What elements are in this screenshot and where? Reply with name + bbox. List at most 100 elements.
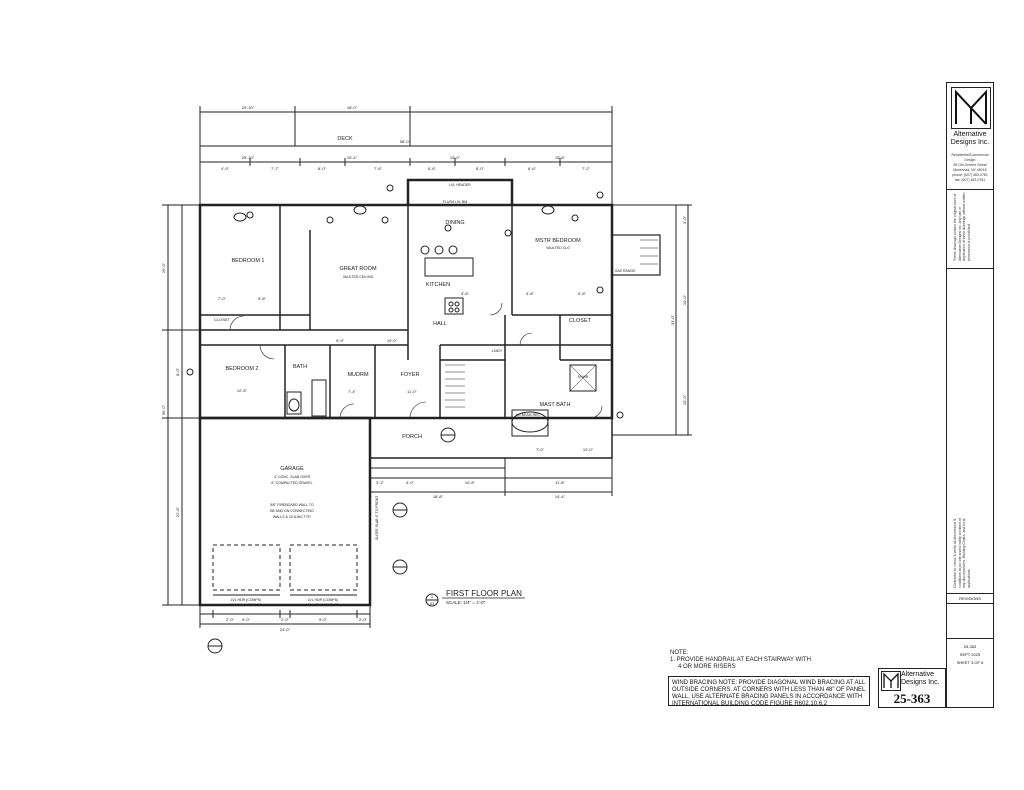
dim-top-4: 25'-10" (242, 155, 255, 160)
room-dim-8: 3'-6" (526, 291, 535, 296)
garage-note2-label: BE AND ON CONNECTING (270, 509, 314, 513)
dim-top-5: 15'-4" (347, 155, 358, 160)
dim-top2-4: 7'-6" (374, 166, 383, 171)
room-dim-3: 9'-9" (336, 338, 345, 343)
dim-bottom-3: 2'-0" (281, 617, 290, 622)
dim-porch-4: 18'-8" (433, 494, 444, 499)
room-dim-6: 7'-4" (348, 389, 357, 394)
addr-2: Design (964, 158, 976, 162)
tb-divider (947, 603, 993, 604)
bracing-line2: OUTSIDE CORNERS. AT CORNERS WITH LESS TH… (672, 687, 866, 693)
great-room-label: GREAT ROOM (339, 266, 376, 272)
dim-bottom-6: 24'-0" (280, 627, 291, 632)
porch-label: PORCH (402, 434, 422, 440)
dim-left-3: 56'-0" (161, 404, 166, 415)
addr-4: Morehead, NY 45018 (953, 168, 987, 172)
dim-top2-3: 8'-0" (318, 166, 327, 171)
project-number: 25-363 (963, 644, 977, 649)
bracing-line1: WIND BRACING NOTE: PROVIDE DIAGONAL WIND… (672, 680, 866, 686)
dim-right-2: 33'-0" (670, 314, 675, 325)
firm-address: Residential/Commercial Design 95 Old Gre… (947, 153, 993, 183)
dim-top-6: 15'-0" (450, 155, 461, 160)
dim-right-3: 10'-0" (682, 294, 687, 305)
dim-top-7: 15'-8" (555, 155, 566, 160)
master-bedroom-label: MSTR BEDROOM (535, 238, 581, 244)
slope-label: SLOPE SLAB 4" TO FRONT (375, 495, 379, 540)
addr-5: phone: (607) 483-0781 (952, 173, 988, 177)
bedroom1-label: BEDROOM 1 (231, 258, 264, 264)
plan-scale: SCALE: 1/4" = 1'-0" (446, 600, 486, 605)
garage-label: GARAGE (280, 466, 304, 472)
bracing-line3: WALL, USE ALTERNATE BRACING PANELS IN AC… (672, 694, 863, 700)
firm-name-line2: Designs Inc. (950, 139, 990, 146)
dim-top2-2: 7'-7" (271, 166, 280, 171)
stamp-firm-line1: Alternative (901, 671, 935, 678)
room-dim-2: 9'-8" (258, 296, 267, 301)
dim-porch-1: 3'-2" (376, 480, 385, 485)
notes-line2: 4 OR MORE RISERS (678, 664, 736, 670)
kitchen-label: KITCHEN (426, 282, 450, 288)
tb-divider (947, 268, 993, 269)
dim-right-1: 3'-0" (682, 215, 687, 224)
plan-title: FIRST FLOOR PLAN (446, 589, 522, 598)
door2-label: 9'0 X 8'0 OVRHD DR. (306, 603, 340, 607)
dim-left-2: 8'-0" (175, 367, 180, 376)
room-dim-11: 7'-0" (536, 447, 545, 452)
room-dim-1: 7'-0" (218, 296, 227, 301)
addr-3: 95 Old Greene Street (953, 163, 987, 167)
lvl-header1-label: LVL HDR (COMPS) (231, 598, 262, 602)
shower-label: SHWR (578, 375, 589, 379)
bracing-line4: INTERNATIONAL BUILDING CODE FIGURE R602.… (672, 701, 828, 707)
room-dim-5: 3'-6" (461, 291, 470, 296)
notes-line1: 1. PROVIDE HANDRAIL AT EACH STAIRWAY WIT… (670, 657, 811, 663)
room-dim-12: 10'-0" (583, 447, 594, 452)
sheet-count: SHEET 3 OF 6 (956, 660, 984, 665)
master-bath-label: MAST BATH (540, 402, 571, 408)
tub-label: LG BEAM REC (516, 413, 540, 417)
bedroom2-label: BEDROOM 2 (225, 366, 258, 372)
hall-label: HALL (433, 321, 447, 327)
dim-bottom-1: 2'-0" (226, 617, 235, 622)
dim-top2-5: 6'-6" (428, 166, 437, 171)
contractor-note: Contractor to check & verify all dimensi… (953, 518, 971, 588)
project-date: SEPT 2025 (959, 652, 981, 657)
project-info: 25-363 SEPT 2025 SHEET 3 OF 6 (947, 643, 993, 667)
firm-stamp: Alternative Designs Inc. 25-363 (878, 668, 946, 708)
notes-heading: NOTE: (670, 650, 689, 656)
dim-right-4: 10'-0" (682, 394, 687, 405)
room-dim-10: 12'-8" (237, 388, 248, 393)
firm-name: Alternative Designs Inc. (947, 131, 993, 147)
mudroom-label: MUDRM (347, 372, 368, 378)
garage-sub2-label: 6" COMPACTED GRAVEL (271, 481, 312, 485)
stamp-project-number: 25-363 (893, 691, 931, 706)
wind-bracing-note: WIND BRACING NOTE: PROVIDE DIAGONAL WIND… (668, 676, 870, 707)
dim-top2-7: 6'-6" (528, 166, 537, 171)
dim-bottom-5: 2'-0" (359, 617, 368, 622)
lvl-header2-label: LVL HDR (COMPS) (308, 598, 339, 602)
dim-top-2: 18'-0" (347, 105, 358, 110)
plan-detail-sheet: A3 (430, 602, 434, 606)
title-block: Alternative Designs Inc. Residential/Com… (946, 82, 994, 708)
firm-name-line1: Alternative (953, 131, 987, 138)
dim-top2-8: 7'-2" (582, 166, 591, 171)
garage-note1-label: 5/8" FIREBOARD WALL TO (270, 503, 314, 507)
addr-6: fax: (607) 483-0781 (954, 178, 986, 182)
deck-label: DECK (337, 136, 353, 142)
dim-left-1: 29'-0" (161, 262, 166, 273)
room-dim-4: 10'-0" (387, 338, 398, 343)
stamp-firm-line2: Designs Inc. (901, 679, 940, 686)
foyer-label: FOYER (401, 372, 420, 378)
tb-divider (947, 189, 993, 190)
tb-divider (947, 638, 993, 639)
dining-label: DINING (445, 220, 464, 226)
gas-label: GAS RANGE (615, 269, 636, 273)
dim-bottom-4: 9'-0" (319, 617, 328, 622)
closet1-label: CLOSET (214, 317, 231, 322)
door1-label: 9'0 X 8'0 OVRHD DR. (229, 603, 263, 607)
addr-1: Residential/Commercial (951, 153, 989, 157)
room-dim-9: 9'-8" (578, 291, 587, 296)
flush-beam-label: FLUSH LVL BM (443, 200, 468, 204)
lvl-header-top-label: LVL HEADER (449, 183, 471, 187)
master-bedroom-sub-label: VAULTED CLG (546, 246, 570, 250)
